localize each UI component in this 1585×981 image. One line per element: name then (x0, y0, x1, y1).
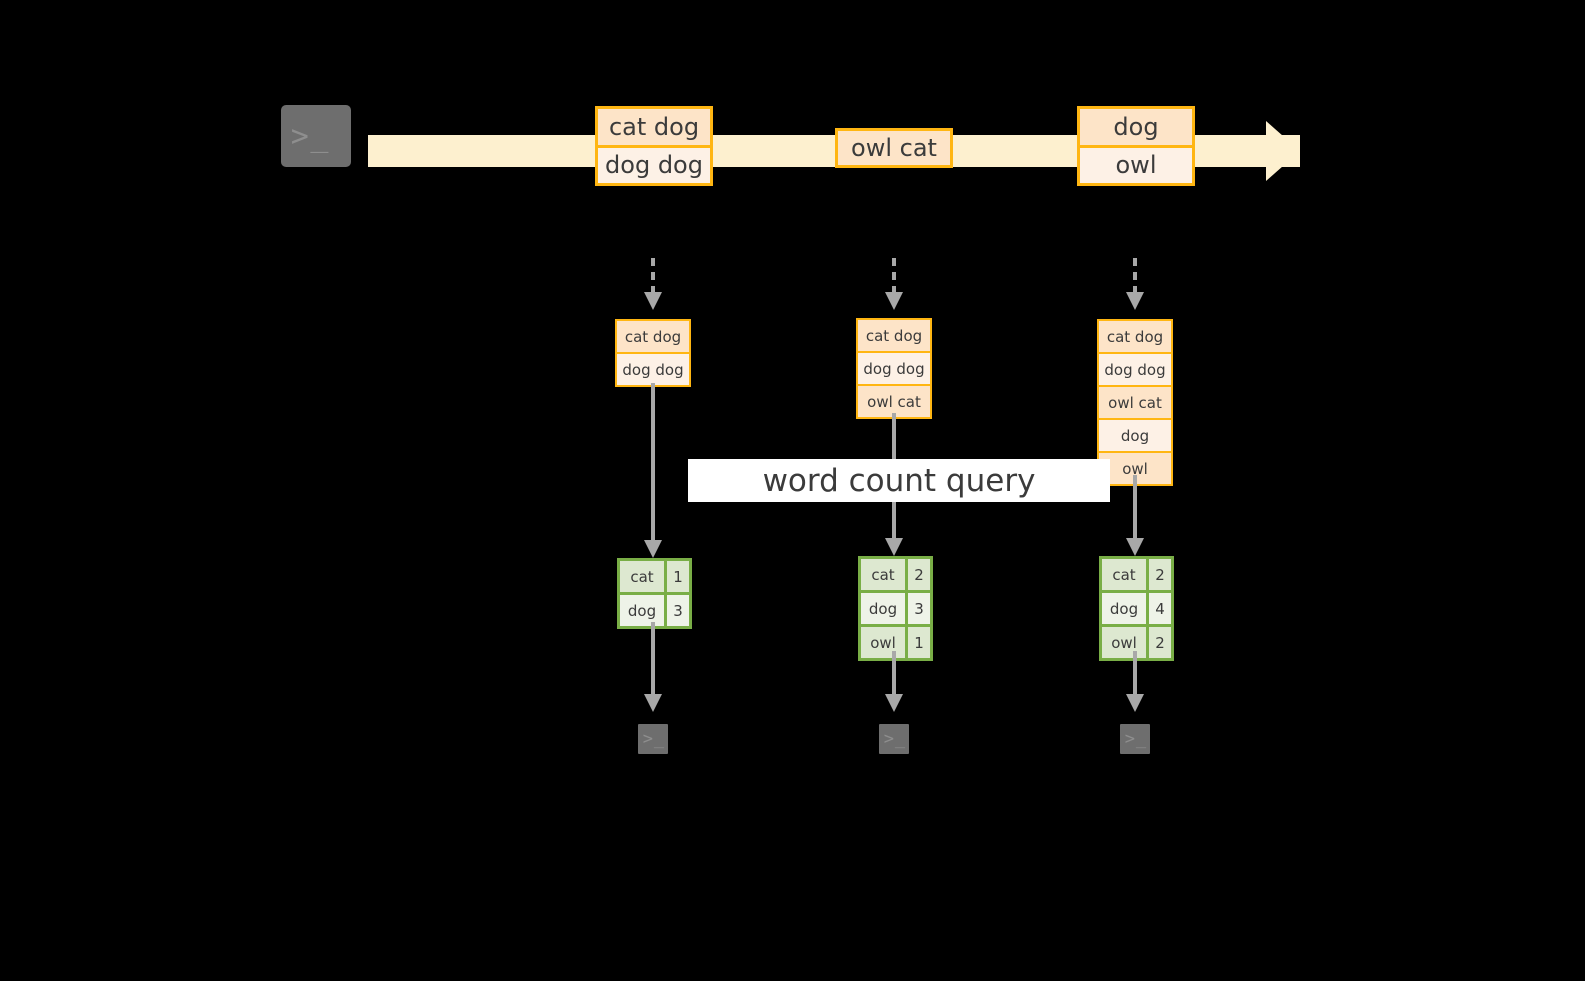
arrow-head-icon (1126, 538, 1144, 556)
terminal-prompt-glyph: >_ (290, 118, 330, 154)
arrow-head-icon (644, 292, 662, 310)
arrow-head-icon (1126, 694, 1144, 712)
stack-event-line: cat dog (865, 326, 923, 345)
event-line: owl cat (851, 134, 937, 162)
stream-to-snapshot-connector (651, 258, 655, 294)
stack-event-line: dog dog (858, 351, 930, 384)
count-value: 3 (914, 599, 924, 618)
count-value: 3 (673, 601, 683, 620)
count-value: 4 (1155, 599, 1165, 618)
table-row: cat 2 (1102, 559, 1171, 590)
table-row: dog 3 (620, 592, 689, 626)
stack-event-line: dog (1099, 418, 1171, 451)
snapshot-3-event-stack: cat dog dog dog owl cat dog owl (1097, 319, 1173, 486)
snapshot-1-count-table: cat 1 dog 3 (617, 558, 692, 629)
table-row: owl 2 (1102, 624, 1171, 658)
event-line: dog dog (598, 144, 710, 183)
stack-event-line: owl cat (858, 384, 930, 417)
stack-event-line: cat dog (1106, 327, 1164, 346)
stack-event-line: owl (1099, 451, 1171, 484)
count-word: cat (1102, 559, 1149, 590)
arrow-head-icon (885, 292, 903, 310)
snapshot-3-count-table: cat 2 dog 4 owl 2 (1099, 556, 1174, 661)
count-value: 2 (914, 565, 924, 584)
terminal-prompt-glyph: >_ (1124, 729, 1147, 749)
stack-event-line: dog dog (1099, 352, 1171, 385)
count-word: dog (861, 593, 908, 624)
event-line: dog (1113, 112, 1159, 141)
source-terminal-icon: >_ (272, 96, 360, 176)
count-value: 2 (1155, 633, 1165, 652)
arrow-head-icon (1126, 292, 1144, 310)
event-line: owl (1080, 144, 1192, 183)
event-line: cat dog (608, 112, 700, 141)
count-value: 1 (914, 633, 924, 652)
count-word: dog (1102, 593, 1149, 624)
table-row: dog 3 (861, 590, 930, 624)
count-value: 1 (673, 567, 683, 586)
snapshot-2-output-connector (892, 651, 896, 700)
snapshot-1-query-connector (651, 383, 655, 546)
count-word: owl (861, 627, 908, 658)
stream-event-batch-3: dog owl (1077, 106, 1195, 186)
snapshot-1-event-stack: cat dog dog dog (615, 319, 691, 387)
arrow-head-icon (644, 540, 662, 558)
stream-to-snapshot-connector (1133, 258, 1137, 294)
table-row: cat 2 (861, 559, 930, 590)
count-word: cat (620, 561, 667, 592)
snapshot-2-event-stack: cat dog dog dog owl cat (856, 318, 932, 419)
snapshot-1-sink-terminal-icon: >_ (629, 715, 677, 763)
count-word: cat (861, 559, 908, 590)
table-row: cat 1 (620, 561, 689, 592)
stream-event-batch-2: owl cat (835, 128, 953, 168)
table-row: dog 4 (1102, 590, 1171, 624)
count-value: 2 (1155, 565, 1165, 584)
right-arrow-icon (1266, 121, 1300, 181)
stream-to-snapshot-connector (892, 258, 896, 294)
snapshot-3-sink-terminal-icon: >_ (1111, 715, 1159, 763)
terminal-prompt-glyph: >_ (883, 729, 906, 749)
count-word: owl (1102, 627, 1149, 658)
snapshot-3-query-connector (1133, 475, 1137, 544)
stack-event-line: dog dog (617, 352, 689, 385)
snapshot-2-sink-terminal-icon: >_ (870, 715, 918, 763)
arrow-head-icon (885, 694, 903, 712)
snapshot-1-output-connector (651, 622, 655, 700)
terminal-prompt-glyph: >_ (642, 729, 665, 749)
snapshot-3-output-connector (1133, 651, 1137, 700)
snapshot-2-count-table: cat 2 dog 3 owl 1 (858, 556, 933, 661)
stack-event-line: owl cat (1099, 385, 1171, 418)
arrow-head-icon (885, 538, 903, 556)
arrow-head-icon (644, 694, 662, 712)
stream-event-batch-1: cat dog dog dog (595, 106, 713, 186)
query-label: word count query (688, 459, 1110, 502)
count-word: dog (620, 595, 667, 626)
table-row: owl 1 (861, 624, 930, 658)
stack-event-line: cat dog (624, 327, 682, 346)
